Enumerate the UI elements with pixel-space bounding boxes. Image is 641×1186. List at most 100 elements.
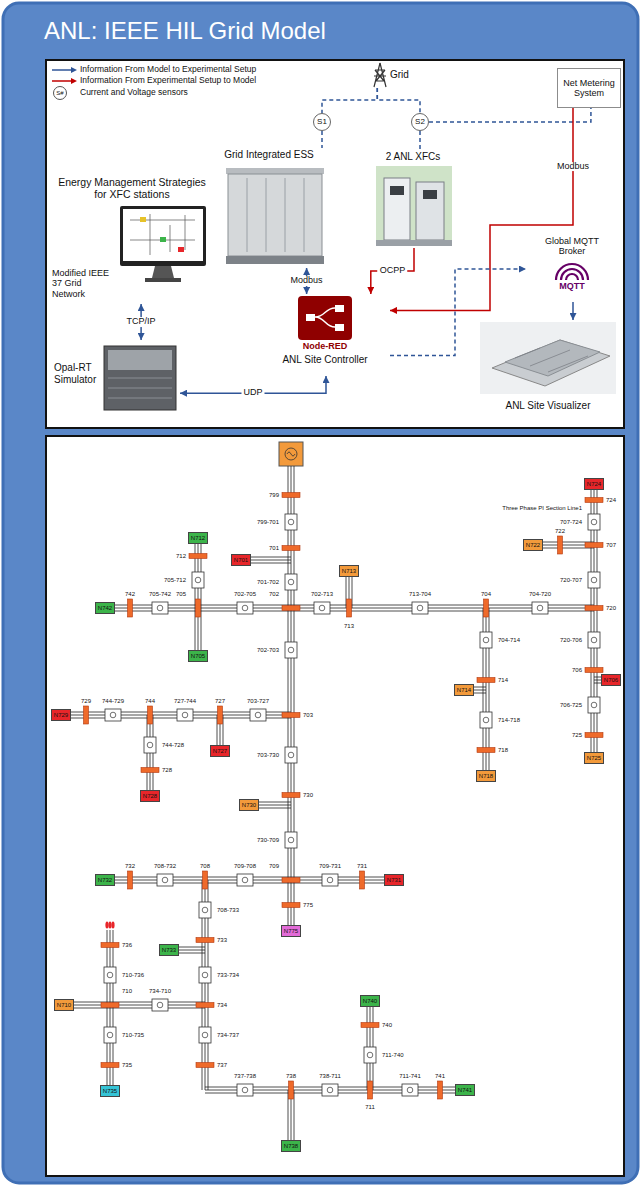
connector	[322, 88, 377, 113]
bus-bar	[282, 493, 300, 498]
bus-bar	[203, 871, 208, 889]
connector-label: TCP/IP	[125, 317, 158, 327]
bus-number: 704	[481, 591, 491, 598]
panel-title: ANL: IEEE HIL Grid Model	[44, 18, 326, 44]
phase-wire	[258, 802, 291, 803]
line-section-label: 711-740	[382, 1052, 404, 1059]
visualizer-backdrop	[480, 322, 616, 394]
load-name: N718	[479, 773, 493, 780]
bus-number: 730	[303, 792, 313, 799]
line-section-symbol	[591, 702, 597, 708]
line-section-block	[199, 902, 211, 918]
connector	[572, 302, 574, 320]
load-name: N727	[213, 748, 227, 755]
bus-bar	[196, 599, 201, 617]
node-label: Grid	[390, 69, 418, 81]
phase-wire	[473, 687, 486, 688]
node-label: ANL Site Controller	[262, 354, 388, 366]
line-section-symbol	[417, 605, 423, 611]
load-name: N701	[234, 557, 248, 564]
phase-wire	[294, 466, 295, 925]
bus-bar	[585, 668, 603, 673]
bus-bar	[196, 1063, 214, 1068]
bus-number: 737	[217, 1062, 227, 1069]
load-dot	[111, 922, 114, 929]
connector	[371, 248, 414, 294]
line-section-label: 738-711	[319, 1073, 341, 1080]
load-name: N741	[458, 1087, 472, 1094]
line-section-label: 706-725	[560, 702, 582, 709]
bus-number: 725	[572, 732, 582, 739]
bus-number: 701	[269, 545, 279, 552]
bus-bar	[347, 599, 352, 617]
node-red-symbol	[335, 324, 344, 331]
charger-cabinet	[384, 178, 410, 240]
phase-wire	[198, 544, 199, 650]
charger-screen	[390, 186, 404, 195]
bus-bar	[101, 943, 119, 948]
bus-number: 724	[606, 497, 616, 504]
bus-bar	[282, 713, 300, 718]
line-section-block	[152, 999, 168, 1011]
node-label: 2 ANL XFCs	[370, 151, 456, 163]
line-section-label: 705-712	[164, 577, 186, 584]
line-section-label: 702-713	[311, 591, 333, 598]
phase-wire	[114, 608, 594, 609]
node-label: Net Metering System	[560, 78, 618, 99]
bus-number: 714	[498, 677, 508, 684]
bus-bar	[585, 543, 603, 548]
line-section-symbol	[288, 752, 294, 758]
meter-box: Net Metering System	[557, 68, 621, 108]
phase-wire	[250, 560, 291, 561]
load-name: N713	[342, 568, 356, 575]
line-section-symbol	[327, 877, 333, 883]
feeder-drawing	[70, 466, 603, 1140]
line-section-block	[192, 572, 204, 588]
ess-doors	[247, 178, 304, 252]
connector	[419, 131, 421, 150]
ess-base	[226, 256, 324, 264]
bus-number: 741	[435, 1073, 445, 1080]
charger-unit: 2 ANL XFCs	[370, 150, 458, 248]
phase-wire	[114, 605, 594, 606]
connector	[390, 269, 526, 356]
monitor-stand	[152, 266, 174, 278]
bus-number: 731	[357, 863, 367, 870]
load-name: N731	[387, 877, 401, 884]
connector	[429, 108, 591, 122]
grid-source: Grid	[370, 62, 420, 88]
line-section-symbol	[162, 877, 168, 883]
opal-rt-panel	[108, 350, 172, 370]
phase-wire	[473, 693, 486, 694]
line-section-block	[285, 574, 297, 590]
line-section-block	[322, 1084, 338, 1096]
bus-number: 733	[217, 937, 227, 944]
line-section-block	[199, 967, 211, 983]
line-section-symbol	[288, 837, 294, 843]
line-section-label: 703-727	[247, 698, 269, 705]
bus-bar	[101, 1003, 119, 1008]
top-panel	[46, 60, 624, 428]
bus-bar	[101, 1063, 119, 1068]
phase-wire	[201, 544, 202, 650]
line-section-block	[152, 602, 168, 614]
monitor-station: Energy Management Strategies for XFC sta…	[52, 176, 214, 304]
node-label: Modified IEEE 37 Grid Network	[52, 268, 116, 299]
monitor-screen	[123, 209, 203, 261]
screen-element	[140, 217, 146, 222]
load-name: N775	[284, 928, 298, 935]
bus-number: 711	[365, 1104, 375, 1111]
bus-bar	[361, 1023, 379, 1028]
load-block: N733	[159, 944, 179, 956]
load-block: N728	[140, 790, 160, 802]
line-type-note: Three Phase PI Section Line1	[502, 505, 582, 512]
line-section-block	[588, 572, 600, 588]
load-block: N706	[601, 674, 621, 686]
line-section-label: 730-709	[257, 837, 279, 844]
load-name: N733	[162, 947, 176, 954]
load-block: N738	[281, 1140, 301, 1152]
line-section-symbol	[483, 717, 489, 723]
line-section-label: 705-742	[149, 591, 171, 598]
connector	[321, 131, 323, 148]
bus-bar	[477, 748, 495, 753]
